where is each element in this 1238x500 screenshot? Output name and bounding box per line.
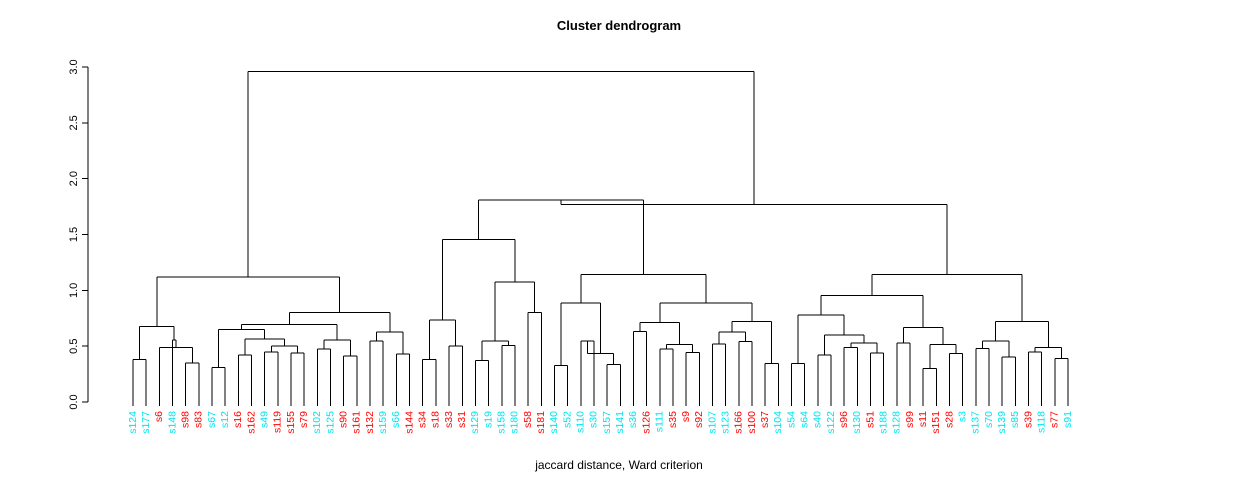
y-tick-label: 3.0 — [68, 59, 80, 74]
y-tick-label: 0.0 — [68, 394, 80, 409]
leaf-label: s51 — [864, 411, 876, 428]
leaf-label: s91 — [1062, 411, 1074, 428]
leaf-label: s157 — [601, 411, 613, 434]
leaf-label: s137 — [970, 411, 982, 434]
leaf-label: s40 — [812, 411, 824, 428]
leaf-label: s140 — [548, 411, 560, 434]
leaf-label: s9 — [680, 411, 692, 422]
leaf-label: s111 — [654, 411, 666, 432]
leaf-label: s155 — [285, 411, 297, 434]
y-tick-label: 0.5 — [68, 339, 80, 354]
leaf-label: s64 — [798, 411, 810, 428]
leaf-label: s100 — [746, 411, 758, 434]
leaf-label: s6 — [153, 411, 165, 422]
leaf-label: s151 — [930, 411, 942, 434]
leaf-label: s130 — [851, 411, 863, 434]
leaf-label: s3 — [956, 411, 968, 422]
leaf-label: s181 — [535, 411, 547, 434]
leaf-label: s28 — [943, 411, 955, 428]
y-tick-label: 1.0 — [68, 283, 80, 298]
leaf-label: s19 — [482, 411, 494, 428]
leaf-label: s158 — [496, 411, 508, 434]
leaf-label: s16 — [232, 411, 244, 428]
leaf-label: s70 — [983, 411, 995, 428]
leaf-label: s35 — [667, 411, 679, 428]
leaf-label: s128 — [891, 411, 903, 434]
leaf-label: s139 — [996, 411, 1008, 434]
leaf-label: s90 — [338, 411, 350, 428]
y-tick-label: 1.5 — [68, 227, 80, 242]
y-tick-label: 2.5 — [68, 115, 80, 130]
leaf-label: s52 — [561, 411, 573, 428]
chart-title: Cluster dendrogram — [556, 18, 682, 33]
leaf-label: s110 — [575, 411, 587, 433]
leaf-label: s162 — [245, 411, 257, 434]
leaf-label: s67 — [206, 411, 218, 428]
leaf-label: s37 — [759, 411, 771, 428]
leaf-label: s98 — [179, 411, 191, 428]
leaf-label: s99 — [904, 411, 916, 428]
leaf-label: s58 — [522, 411, 534, 428]
leaf-label: s107 — [706, 411, 718, 434]
leaf-label: s124 — [127, 411, 139, 434]
leaf-label: s11 — [917, 411, 929, 427]
leaf-label: s125 — [324, 411, 336, 434]
leaf-label: s132 — [364, 411, 376, 434]
leaf-label: s30 — [588, 411, 600, 428]
leaf-label: s161 — [351, 411, 363, 434]
leaf-label: s39 — [1022, 411, 1034, 428]
leaf-label: s123 — [719, 411, 731, 434]
leaf-label: s159 — [377, 411, 389, 434]
leaf-label: s85 — [1009, 411, 1021, 428]
leaf-label: s141 — [614, 411, 626, 434]
leaf-label: s36 — [627, 411, 639, 428]
leaf-label: s166 — [733, 411, 745, 434]
y-tick-label: 2.0 — [68, 171, 80, 186]
leaf-label: s180 — [509, 411, 521, 434]
leaf-label: s54 — [785, 411, 797, 428]
leaf-label: s148 — [166, 411, 178, 434]
leaf-label: s118 — [1036, 411, 1048, 433]
leaf-label: s129 — [469, 411, 481, 434]
x-axis-label: jaccard distance, Ward criterion — [535, 458, 703, 472]
leaf-label: s122 — [825, 411, 837, 434]
leaf-label: s31 — [456, 411, 468, 428]
leaf-label: s77 — [1049, 411, 1061, 428]
leaf-label: s119 — [272, 411, 284, 433]
leaf-label: s126 — [640, 411, 652, 434]
leaf-label: s18 — [430, 411, 442, 428]
leaf-label: s102 — [311, 411, 323, 434]
leaf-label: s66 — [390, 411, 402, 428]
leaf-label: s96 — [838, 411, 850, 428]
leaf-label: s33 — [443, 411, 455, 428]
leaf-label: s92 — [693, 411, 705, 428]
leaf-label: s104 — [772, 411, 784, 434]
leaf-label: s83 — [193, 411, 205, 428]
leaf-label: s12 — [219, 411, 231, 428]
leaf-label: s49 — [258, 411, 270, 428]
leaf-label: s177 — [140, 411, 152, 434]
leaf-label: s188 — [877, 411, 889, 434]
leaf-label: s144 — [403, 411, 415, 434]
leaf-label: s79 — [298, 411, 310, 428]
leaf-label: s34 — [417, 411, 429, 428]
